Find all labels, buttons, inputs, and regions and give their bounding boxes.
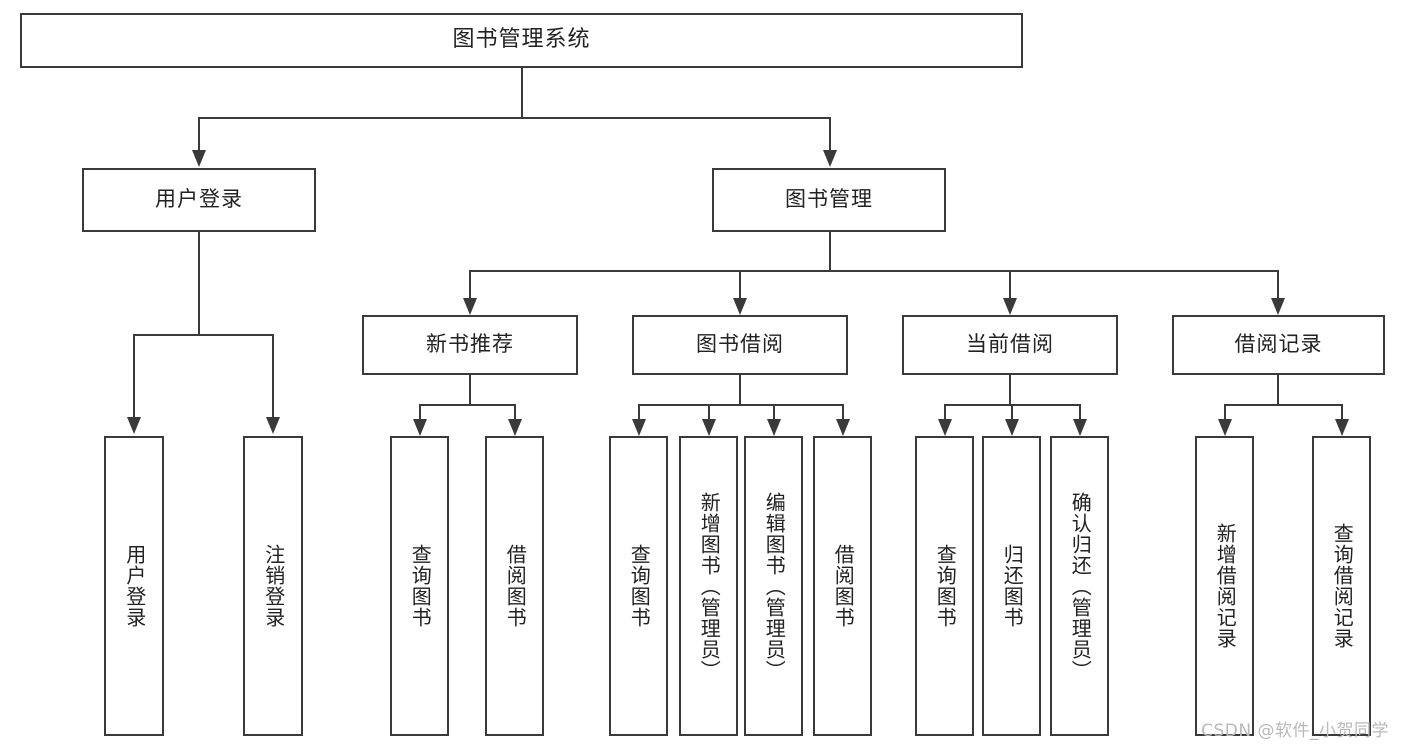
node-book-borrow[interactable]: 图书借阅 (632, 315, 848, 375)
leaf-cb-confirm-return[interactable]: 确认归还（管理员） (1050, 436, 1109, 736)
leaf-nbr-query-book[interactable]: 查询图书 (390, 436, 449, 736)
connector-cb-drop-3 (1079, 404, 1081, 422)
connector-level3-drop-4 (1277, 270, 1279, 300)
node-label: 查询图书 (933, 544, 958, 628)
connector-br-drop-1 (1224, 404, 1226, 422)
node-label: 图书借阅 (696, 332, 784, 357)
connector-user-login-stem (198, 232, 200, 334)
connector-br-stem (1277, 375, 1279, 404)
connector-cb-drop-1 (944, 404, 946, 422)
node-label: 归还图书 (1000, 544, 1025, 628)
node-label: 确认归还（管理员） (1068, 491, 1093, 681)
node-label: 用户登录 (155, 187, 243, 212)
leaf-bb-borrow-book[interactable]: 借阅图书 (813, 436, 872, 736)
connector-cb-drop-2 (1011, 404, 1013, 422)
leaf-user-login[interactable]: 用户登录 (104, 436, 164, 736)
arrowhead-icon (733, 298, 747, 315)
connector-level3-drop-1 (469, 270, 471, 300)
leaf-cb-return-book[interactable]: 归还图书 (982, 436, 1041, 736)
node-label: 查询借阅记录 (1330, 523, 1355, 649)
leaf-bb-edit-book[interactable]: 编辑图书（管理员） (744, 436, 803, 736)
node-label: 借阅图书 (503, 544, 528, 628)
node-label: 借阅记录 (1234, 332, 1323, 357)
connector-root-stem (521, 68, 523, 117)
leaf-nbr-borrow-book[interactable]: 借阅图书 (485, 436, 544, 736)
node-root-system[interactable]: 图书管理系统 (20, 13, 1023, 68)
node-label: 借阅图书 (831, 544, 856, 628)
connector-level3-drop-2 (739, 270, 741, 300)
arrowhead-icon (938, 419, 952, 436)
arrowhead-icon (823, 150, 837, 167)
node-current-borrow[interactable]: 当前借阅 (902, 315, 1118, 375)
connector-nbr-drop-2 (514, 404, 516, 422)
connector-root-bus (198, 117, 831, 119)
node-label: 图书管理系统 (452, 27, 591, 53)
connector-br-drop-2 (1341, 404, 1343, 422)
arrowhead-icon (1003, 298, 1017, 315)
connector-bb-drop-4 (842, 404, 844, 422)
connector-root-drop-left (198, 117, 200, 152)
arrowhead-icon (463, 298, 477, 315)
connector-book-manage-stem (829, 232, 831, 270)
connector-user-login-drop-2 (272, 334, 274, 419)
connector-nbr-drop-1 (419, 404, 421, 422)
connector-root-drop-right (829, 117, 831, 152)
arrowhead-icon (1271, 298, 1285, 315)
node-book-management[interactable]: 图书管理 (712, 168, 946, 232)
node-label: 新书推荐 (426, 332, 514, 357)
node-new-book-recommend[interactable]: 新书推荐 (362, 315, 578, 375)
arrowhead-icon (413, 419, 427, 436)
arrowhead-icon (266, 417, 280, 434)
connector-user-login-drop-1 (133, 334, 135, 419)
connector-bb-drop-3 (773, 404, 775, 422)
leaf-br-query-record[interactable]: 查询借阅记录 (1312, 436, 1371, 736)
node-label: 查询图书 (627, 544, 652, 628)
leaf-user-logout[interactable]: 注销登录 (243, 436, 303, 736)
connector-br-bus (1224, 404, 1343, 406)
connector-cb-stem (1009, 375, 1011, 404)
connector-nbr-stem (469, 375, 471, 404)
connector-bb-drop-1 (638, 404, 640, 422)
arrowhead-icon (127, 417, 141, 434)
node-label: 图书管理 (785, 187, 873, 212)
node-label: 新增图书（管理员） (697, 491, 722, 681)
node-label: 用户登录 (122, 544, 147, 628)
arrowhead-icon (632, 419, 646, 436)
arrowhead-icon (508, 419, 522, 436)
node-borrow-record[interactable]: 借阅记录 (1172, 315, 1385, 375)
node-label: 当前借阅 (966, 332, 1054, 357)
leaf-cb-query-book[interactable]: 查询图书 (915, 436, 974, 736)
connector-nbr-bus (419, 404, 516, 406)
connector-bb-stem (739, 375, 741, 404)
arrowhead-icon (1218, 419, 1232, 436)
node-label: 新增借阅记录 (1213, 523, 1238, 649)
arrowhead-icon (836, 419, 850, 436)
arrowhead-icon (767, 419, 781, 436)
arrowhead-icon (1073, 419, 1087, 436)
leaf-br-add-record[interactable]: 新增借阅记录 (1195, 436, 1254, 736)
connector-level3-bus (469, 270, 1279, 272)
connector-level3-drop-3 (1009, 270, 1011, 300)
node-label: 编辑图书（管理员） (762, 491, 787, 681)
connector-user-login-bus (133, 334, 273, 336)
arrowhead-icon (1005, 419, 1019, 436)
leaf-bb-add-book[interactable]: 新增图书（管理员） (679, 436, 738, 736)
leaf-bb-query-book[interactable]: 查询图书 (609, 436, 668, 736)
node-label: 注销登录 (261, 544, 286, 628)
arrowhead-icon (192, 150, 206, 167)
node-label: 查询图书 (408, 544, 433, 628)
node-user-login[interactable]: 用户登录 (82, 168, 316, 232)
connector-bb-bus (638, 404, 844, 406)
arrowhead-icon (1335, 419, 1349, 436)
arrowhead-icon (702, 419, 716, 436)
connector-bb-drop-2 (708, 404, 710, 422)
csdn-watermark: CSDN @软件_小贺同学 (1201, 721, 1389, 741)
